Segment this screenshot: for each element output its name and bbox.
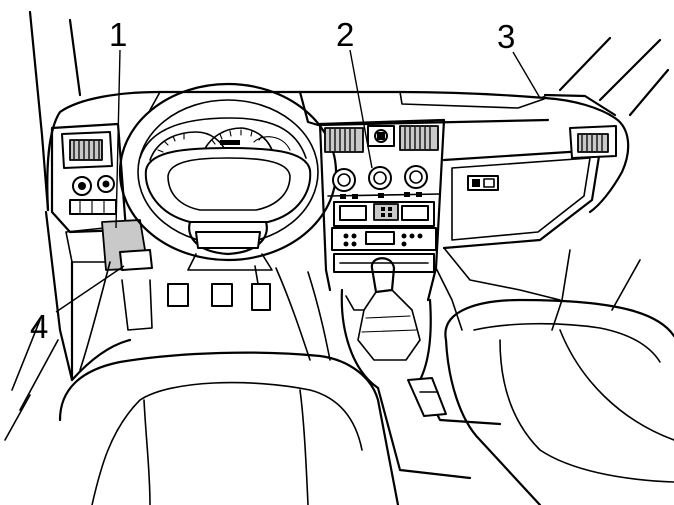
gear-lever [340, 257, 432, 390]
leader-1 [115, 49, 121, 229]
callout-3: 3 [497, 18, 515, 55]
glove-box [451, 157, 591, 241]
light-switch-knobs [72, 175, 115, 196]
callout-4: 4 [30, 308, 48, 345]
steering-wheel [118, 82, 338, 271]
right-a-pillar [543, 36, 670, 331]
leader-3 [512, 51, 541, 99]
steering-hub [144, 147, 312, 223]
floor [70, 247, 561, 382]
passenger-seat [444, 298, 674, 505]
driver-seat [58, 351, 400, 505]
fuse-box-lower-tab [119, 249, 153, 271]
left-a-pillar [4, 10, 82, 441]
leader-2 [349, 49, 373, 169]
callout-2: 2 [336, 16, 354, 53]
climate-control-knobs [332, 165, 428, 192]
fuse-box-cover [101, 219, 153, 271]
center-vent-right [399, 125, 439, 151]
gauge-ticks [157, 129, 263, 153]
right-dash-panel [442, 125, 617, 250]
instrument-cluster [139, 117, 307, 161]
dashboard-top [46, 90, 630, 214]
callout-1: 1 [109, 16, 127, 53]
center-console-stack [318, 118, 446, 302]
center-vent-left [324, 127, 364, 153]
leader-4 [55, 265, 125, 313]
callout-labels: 1 2 3 4 [30, 16, 515, 345]
callout-leaders [55, 49, 541, 313]
pedals [121, 265, 271, 331]
center-tunnel [376, 377, 502, 480]
left-dash-panel [50, 122, 128, 263]
